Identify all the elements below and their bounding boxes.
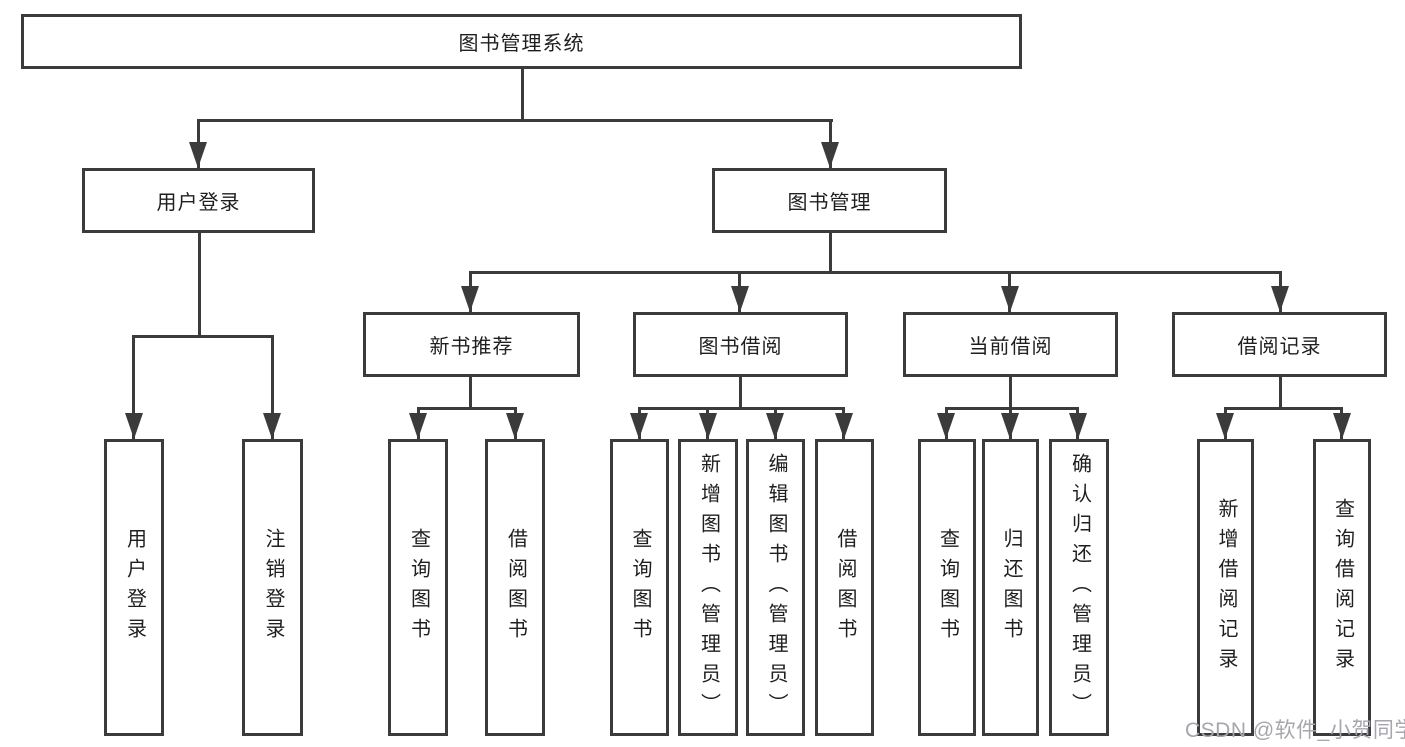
- leaf-borrow-books: 借阅图书: [815, 439, 874, 736]
- leaf-confirm-return-admin: 确认归还（管理员）: [1049, 439, 1109, 736]
- arrow-down-icon: [835, 413, 853, 439]
- node-label: 图书管理: [787, 192, 872, 214]
- arrow-down-icon: [699, 413, 717, 439]
- arrow-down-icon: [409, 413, 427, 439]
- leaf-borrow-books-recommend: 借阅图书: [485, 439, 545, 736]
- node-user-login: 用户登录: [82, 168, 315, 233]
- connector-line: [739, 377, 742, 407]
- node-book-management: 图书管理: [712, 168, 947, 233]
- node-current-borrowing: 当前借阅: [903, 312, 1118, 377]
- arrow-down-icon: [1069, 413, 1087, 439]
- connector-line: [521, 68, 524, 119]
- node-label: 借阅图书: [504, 527, 527, 648]
- arrow-down-icon: [630, 413, 648, 439]
- connector-line: [132, 335, 135, 439]
- connector-line: [638, 407, 845, 410]
- leaf-logout: 注销登录: [242, 439, 303, 736]
- leaf-query-borrow-record: 查询借阅记录: [1313, 439, 1371, 736]
- leaf-user-login: 用户登录: [104, 439, 164, 736]
- node-label: 用户登录: [123, 527, 146, 648]
- leaf-add-borrow-record: 新增借阅记录: [1197, 439, 1254, 736]
- node-label: 新增图书（管理员）: [697, 452, 720, 723]
- connector-line: [1009, 377, 1012, 407]
- node-label: 查询借阅记录: [1331, 497, 1354, 678]
- arrow-down-icon: [1216, 413, 1234, 439]
- node-label: 确认归还（管理员）: [1068, 452, 1091, 723]
- node-label: 编辑图书（管理员）: [765, 452, 787, 723]
- leaf-query-books-borrowing: 查询图书: [610, 439, 669, 736]
- connector-line: [469, 377, 472, 407]
- connector-line: [469, 271, 1282, 274]
- arrow-down-icon: [1001, 286, 1019, 312]
- node-label: 注销登录: [262, 527, 284, 648]
- node-label: 当前借阅: [968, 336, 1053, 358]
- node-label: 查询图书: [629, 527, 651, 648]
- arrow-down-icon: [189, 142, 207, 168]
- arrow-down-icon: [1271, 286, 1289, 312]
- arrow-down-icon: [263, 413, 281, 439]
- arrow-down-icon: [461, 286, 479, 312]
- connector-line: [945, 407, 1079, 410]
- connector-line: [271, 335, 274, 439]
- node-library-management-system: 图书管理系统: [21, 14, 1022, 69]
- node-label: 借阅图书: [834, 527, 856, 648]
- arrow-down-icon: [506, 413, 524, 439]
- node-label: 归还图书: [1000, 527, 1022, 648]
- arrow-down-icon: [731, 286, 749, 312]
- node-label: 用户登录: [156, 192, 241, 214]
- leaf-return-books: 归还图书: [982, 439, 1039, 736]
- leaf-query-books-current: 查询图书: [918, 439, 976, 736]
- arrow-down-icon: [1333, 413, 1351, 439]
- connector-line: [132, 335, 274, 338]
- node-label: 新增借阅记录: [1215, 497, 1237, 678]
- connector-line: [417, 407, 517, 410]
- connector-line: [1224, 407, 1343, 410]
- node-label: 查询图书: [936, 527, 959, 648]
- arrow-down-icon: [937, 413, 955, 439]
- node-borrowing-records: 借阅记录: [1172, 312, 1387, 377]
- csdn-watermark: CSDN @软件_小贺同学: [1185, 719, 1405, 742]
- node-new-book-recommend: 新书推荐: [363, 312, 580, 377]
- connector-line: [1279, 377, 1282, 407]
- node-label: 图书管理系统: [458, 33, 585, 55]
- leaf-query-books-recommend: 查询图书: [388, 439, 448, 736]
- connector-line: [197, 119, 833, 122]
- arrow-down-icon: [821, 142, 839, 168]
- arrow-down-icon: [125, 413, 143, 439]
- leaf-edit-books-admin: 编辑图书（管理员）: [746, 439, 805, 736]
- node-label: 新书推荐: [429, 336, 514, 358]
- arrow-down-icon: [1001, 413, 1019, 439]
- connector-line: [829, 233, 832, 271]
- node-label: 图书借阅: [698, 336, 783, 358]
- connector-line: [198, 233, 201, 335]
- node-label: 查询图书: [407, 527, 430, 648]
- leaf-add-books-admin: 新增图书（管理员）: [678, 439, 738, 736]
- node-book-borrowing: 图书借阅: [633, 312, 848, 377]
- node-label: 借阅记录: [1237, 336, 1322, 358]
- arrow-down-icon: [766, 413, 784, 439]
